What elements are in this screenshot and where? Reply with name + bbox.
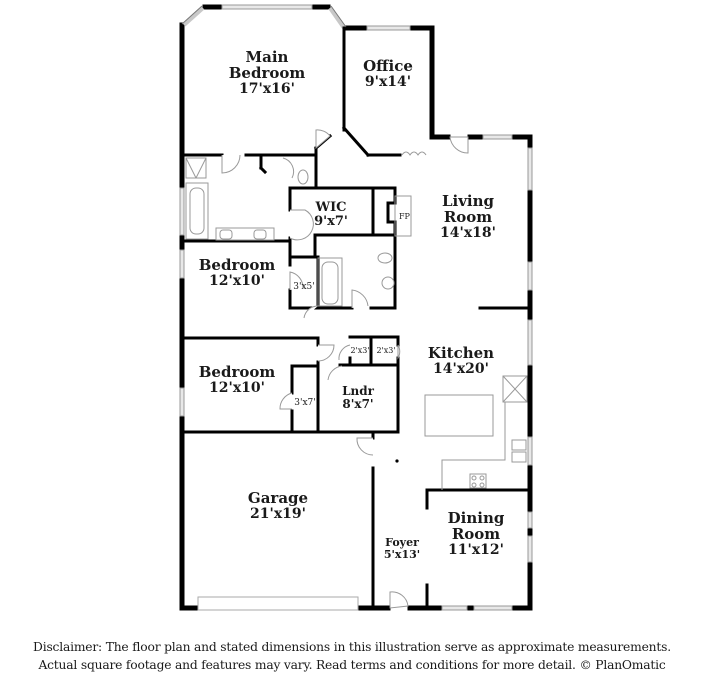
floor-plan	[179, 4, 533, 611]
closet-label-bedroom-2: 3'x7'	[294, 398, 316, 408]
doors	[221, 129, 469, 609]
room-label-kitchen: Kitchen 14'x20'	[427, 344, 495, 377]
room-label-garage: Garage 21'x19'	[247, 489, 309, 522]
garage-door	[197, 596, 359, 611]
room-label-wic: WIC 9'x7'	[314, 200, 348, 229]
closet-label-bedroom-1: 3'x5'	[293, 282, 315, 292]
disclaimer-line-1: Disclaimer: The floor plan and stated di…	[33, 640, 671, 654]
room-label-foyer: Foyer 5'x13'	[383, 536, 421, 561]
closet-label-hall-2: 2'x3'	[376, 346, 396, 355]
exterior-walls	[179, 4, 533, 611]
fixtures	[185, 157, 528, 490]
room-label-dining-room: Dining Room 11'x12'	[447, 509, 505, 558]
room-label-bedroom-2: Bedroom 12'x10'	[198, 363, 276, 396]
room-label-office: Office 9'x14'	[363, 57, 413, 90]
floor-plan-drawing	[179, 4, 533, 611]
fireplace-label: FP	[399, 212, 410, 221]
disclaimer-line-2: Actual square footage and features may v…	[38, 658, 666, 672]
room-label-bedroom-1: Bedroom 12'x10'	[198, 256, 276, 289]
disclaimer: Disclaimer: The floor plan and stated di…	[0, 638, 704, 674]
closet-label-hall-1: 2'x3'	[350, 346, 370, 355]
room-label-laundry: Lndr 8'x7'	[342, 384, 374, 411]
room-label-living-room: Living Room 14'x18'	[440, 192, 496, 241]
room-label-main-bedroom: Main Bedroom 17'x16'	[228, 48, 306, 97]
bay-windows	[182, 6, 346, 30]
foyer-light	[395, 459, 399, 463]
windows	[179, 4, 533, 611]
